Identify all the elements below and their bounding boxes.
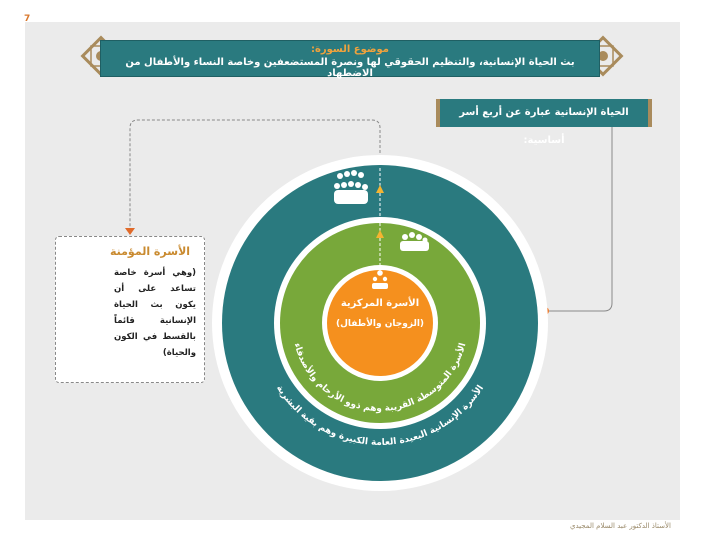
- side-card-body: (وهي أسرة خاصة تساعد على أن يكون بث الحي…: [114, 268, 196, 358]
- surah-topic-banner: موضوع السورة: بث الحياة الإنسانية، والتن…: [100, 40, 600, 79]
- crowd-icon: [334, 170, 368, 204]
- inner-title: الأسرة المركزية: [341, 296, 419, 309]
- banner-subtitle: بث الحياة الإنسانية، والتنظيم الحقوقي له…: [125, 57, 575, 79]
- intro-box: الحياة الإنسانية عبارة عن أربع أسر أساسي…: [436, 99, 652, 146]
- inner-subtitle: (الزوجان والأطفال): [336, 317, 424, 329]
- connector-left-arrow: [125, 228, 135, 235]
- inner-circle: [327, 270, 433, 376]
- author-signature: الأستاذ الدكتور عبد السلام المجيدي: [570, 522, 671, 530]
- arrow-middle: [376, 230, 384, 238]
- believing-family-card: الأسرة المؤمنة (وهي أسرة خاصة تساعد على …: [55, 236, 205, 383]
- group-icon: [400, 232, 429, 251]
- page-number: 7: [24, 14, 31, 24]
- banner-title: موضوع السورة:: [311, 44, 389, 55]
- connector-left: [129, 119, 381, 228]
- family-icon: [372, 270, 388, 289]
- arrow-outer: [376, 185, 384, 193]
- side-card-title: الأسرة المؤمنة: [109, 245, 191, 258]
- connector-right: [545, 127, 613, 312]
